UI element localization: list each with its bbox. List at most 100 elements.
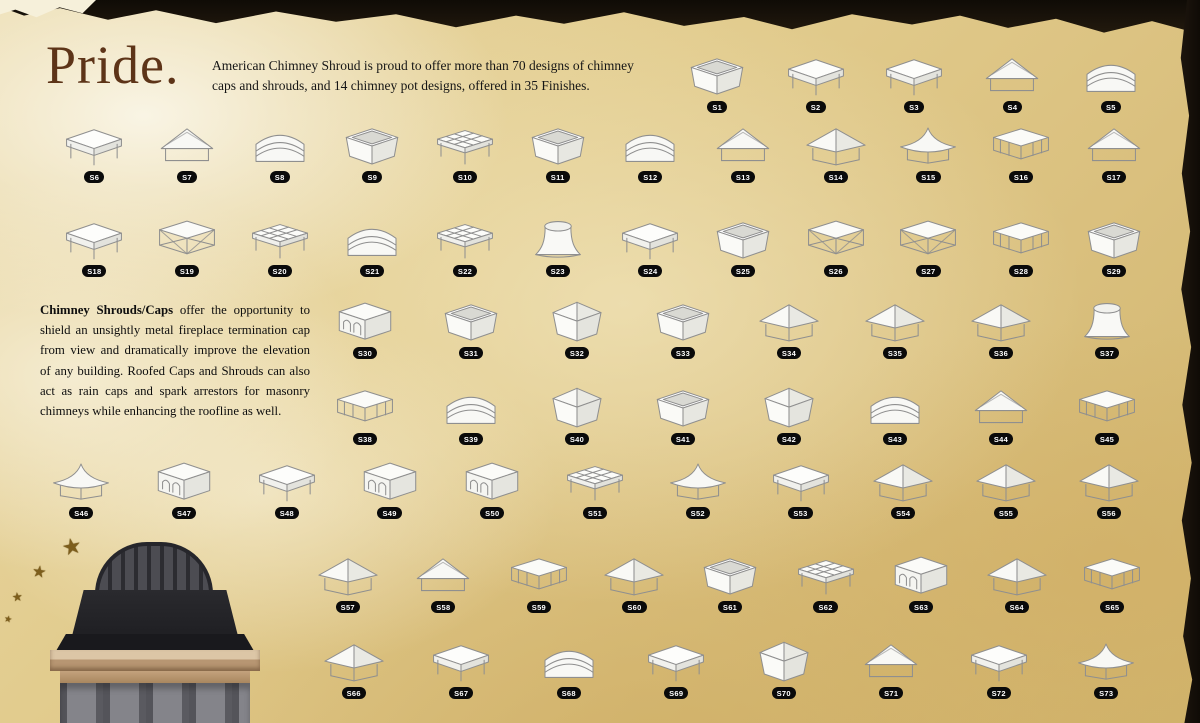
catalog-item-s22: S22 <box>419 216 512 277</box>
catalog-item-s72: S72 <box>945 638 1053 699</box>
gable-shroud-illustration <box>707 122 779 170</box>
item-number-badge: S5 <box>1100 101 1121 113</box>
catalog-item-s34: S34 <box>736 298 842 359</box>
open-box-shroud-illustration <box>1078 216 1150 264</box>
trellis-shroud-illustration <box>151 216 223 264</box>
catalog-item-s52: S52 <box>646 458 749 519</box>
pagoda-shroud-illustration <box>662 458 734 506</box>
catalog-item-s16: S16 <box>975 122 1068 183</box>
item-number-badge: S20 <box>267 265 292 277</box>
catalog-item-s30: S30 <box>312 298 418 359</box>
item-number-badge: S50 <box>480 507 505 519</box>
catalog-item-s46: S46 <box>30 458 133 519</box>
shroud-arch-top <box>95 542 213 594</box>
item-number-badge: S66 <box>341 687 366 699</box>
item-number-badge: S46 <box>69 507 94 519</box>
item-number-badge: S29 <box>1101 265 1126 277</box>
item-number-badge: S68 <box>556 687 581 699</box>
catalog-item-s69: S69 <box>623 638 731 699</box>
gable-shroud-illustration <box>407 552 479 600</box>
catalog-item-s66: S66 <box>300 638 408 699</box>
catalog-item-s43: S43 <box>842 384 948 445</box>
flat-cap-shroud-illustration <box>425 638 497 686</box>
item-number-badge: S25 <box>730 265 756 277</box>
hip-roof-shroud-illustration <box>970 458 1042 506</box>
item-number-badge: S72 <box>986 687 1011 699</box>
louver-shroud-illustration <box>1076 552 1148 600</box>
chimney-stack <box>60 683 250 723</box>
item-number-badge: S55 <box>993 507 1019 519</box>
catalog-item-s18: S18 <box>48 216 141 277</box>
item-number-badge: S19 <box>174 265 200 277</box>
item-number-badge: S40 <box>564 433 590 445</box>
catalog-item-s24: S24 <box>604 216 697 277</box>
pagoda-shroud-illustration <box>892 122 964 170</box>
arched-panel-shroud-illustration <box>885 552 957 600</box>
gable-shroud-illustration <box>855 638 927 686</box>
catalog-item-s35: S35 <box>842 298 948 359</box>
item-number-badge: S60 <box>622 601 647 613</box>
pagoda-shroud-illustration <box>45 458 117 506</box>
intro-text: American Chimney Shroud is proud to offe… <box>212 58 634 94</box>
item-number-badge: S1 <box>707 101 728 113</box>
item-number-badge: S16 <box>1008 171 1034 183</box>
item-number-badge: S37 <box>1094 347 1120 359</box>
item-number-badge: S18 <box>82 265 107 277</box>
item-number-badge: S73 <box>1094 687 1119 699</box>
louver-shroud-illustration <box>985 122 1057 170</box>
catalog-item-s20: S20 <box>233 216 326 277</box>
catalog-item-s36: S36 <box>948 298 1054 359</box>
item-number-badge: S2 <box>805 101 826 113</box>
catalog-item-s21: S21 <box>326 216 419 277</box>
catalog-item-s41: S41 <box>630 384 736 445</box>
catalog-item-s54: S54 <box>852 458 955 519</box>
barrel-shroud-illustration <box>244 122 316 170</box>
shroud-cap-body <box>72 590 238 636</box>
catalog-item-s8: S8 <box>233 122 326 183</box>
item-number-badge: S3 <box>904 101 924 113</box>
item-number-badge: S71 <box>879 687 904 699</box>
item-number-badge: S7 <box>177 171 197 183</box>
catalog-item-s64: S64 <box>969 552 1065 613</box>
item-number-badge: S56 <box>1096 507 1121 519</box>
flat-cap-shroud-illustration <box>765 458 837 506</box>
catalog-item-s38: S38 <box>312 384 418 445</box>
catalog-item-s5: S5 <box>1062 52 1160 113</box>
item-number-badge: S6 <box>84 171 105 183</box>
catalog-item-s25: S25 <box>697 216 790 277</box>
cylinder-shroud-illustration <box>1071 298 1143 346</box>
chimney-photo <box>0 540 312 723</box>
item-number-badge: S44 <box>988 433 1014 445</box>
arched-panel-shroud-illustration <box>329 298 401 346</box>
catalog-item-s70: S70 <box>730 638 838 699</box>
item-number-badge: S4 <box>1002 101 1023 113</box>
item-number-badge: S17 <box>1101 171 1126 183</box>
hip-roof-shroud-illustration <box>981 552 1053 600</box>
hip-roof-shroud-illustration <box>318 638 390 686</box>
item-number-badge: S45 <box>1094 433 1120 445</box>
louver-shroud-illustration <box>1071 384 1143 432</box>
item-number-badge: S12 <box>638 171 663 183</box>
catalog-item-s23: S23 <box>511 216 604 277</box>
gable-shroud-illustration <box>976 52 1048 100</box>
item-number-badge: S43 <box>882 433 908 445</box>
catalog-item-s10: S10 <box>419 122 512 183</box>
item-number-badge: S65 <box>1100 601 1125 613</box>
flat-cap-shroud-illustration <box>640 638 712 686</box>
catalog-item-s67: S67 <box>408 638 516 699</box>
open-box-shroud-illustration <box>707 216 779 264</box>
catalog-item-s27: S27 <box>882 216 975 277</box>
barrel-shroud-illustration <box>859 384 931 432</box>
item-number-badge: S11 <box>545 171 570 183</box>
item-number-badge: S35 <box>882 347 908 359</box>
catalog-item-s56: S56 <box>1057 458 1160 519</box>
catalog-item-s15: S15 <box>882 122 975 183</box>
catalog-item-s28: S28 <box>975 216 1068 277</box>
louver-shroud-illustration <box>329 384 401 432</box>
catalog-item-s6: S6 <box>48 122 141 183</box>
item-number-badge: S32 <box>564 347 590 359</box>
flat-grid-shroud-illustration <box>244 216 316 264</box>
hip-roof-shroud-illustration <box>867 458 939 506</box>
